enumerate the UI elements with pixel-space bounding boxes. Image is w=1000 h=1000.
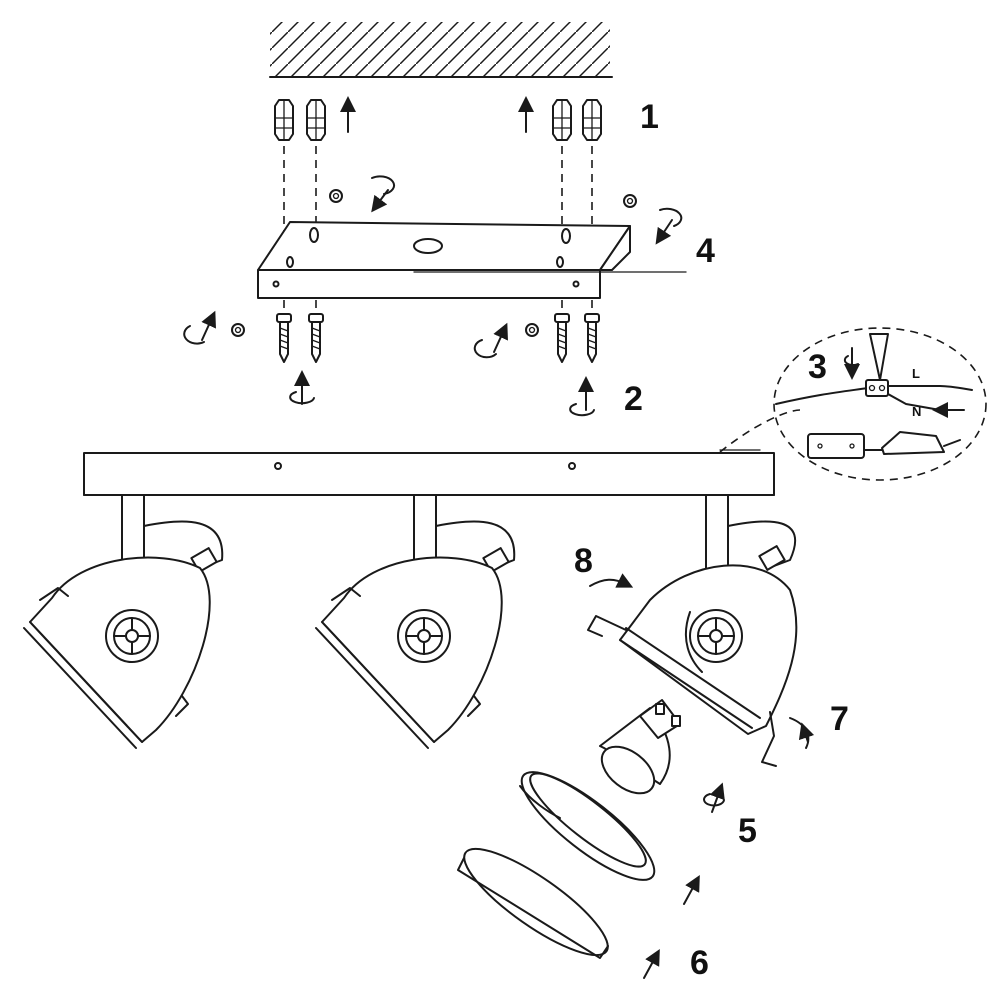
ceiling-bar (83, 449, 775, 496)
callout-1: 1 (640, 98, 659, 136)
ceiling (269, 22, 613, 78)
callout-5: 5 (738, 812, 757, 850)
gu10-bulb (599, 699, 725, 813)
wall-plugs (274, 96, 602, 141)
callout-6: 6 (690, 944, 709, 982)
nuts-and-rotation (183, 175, 683, 359)
callout-4: 4 (696, 232, 715, 270)
spotlight-left (23, 494, 224, 749)
callout-2: 2 (624, 380, 643, 418)
spotlight-right (587, 494, 815, 767)
spotlight-center (315, 494, 516, 749)
wire-label-neutral: N (912, 404, 921, 419)
callout-7: 7 (830, 700, 849, 738)
retaining-ring (457, 847, 660, 979)
wire-label-live: L (912, 366, 920, 381)
callout-3: 3 (808, 348, 827, 386)
wiring-detail (719, 327, 987, 481)
glass-lens (519, 771, 700, 905)
screws (276, 313, 600, 417)
mounting-bracket (257, 221, 687, 299)
callout-8: 8 (574, 542, 593, 580)
